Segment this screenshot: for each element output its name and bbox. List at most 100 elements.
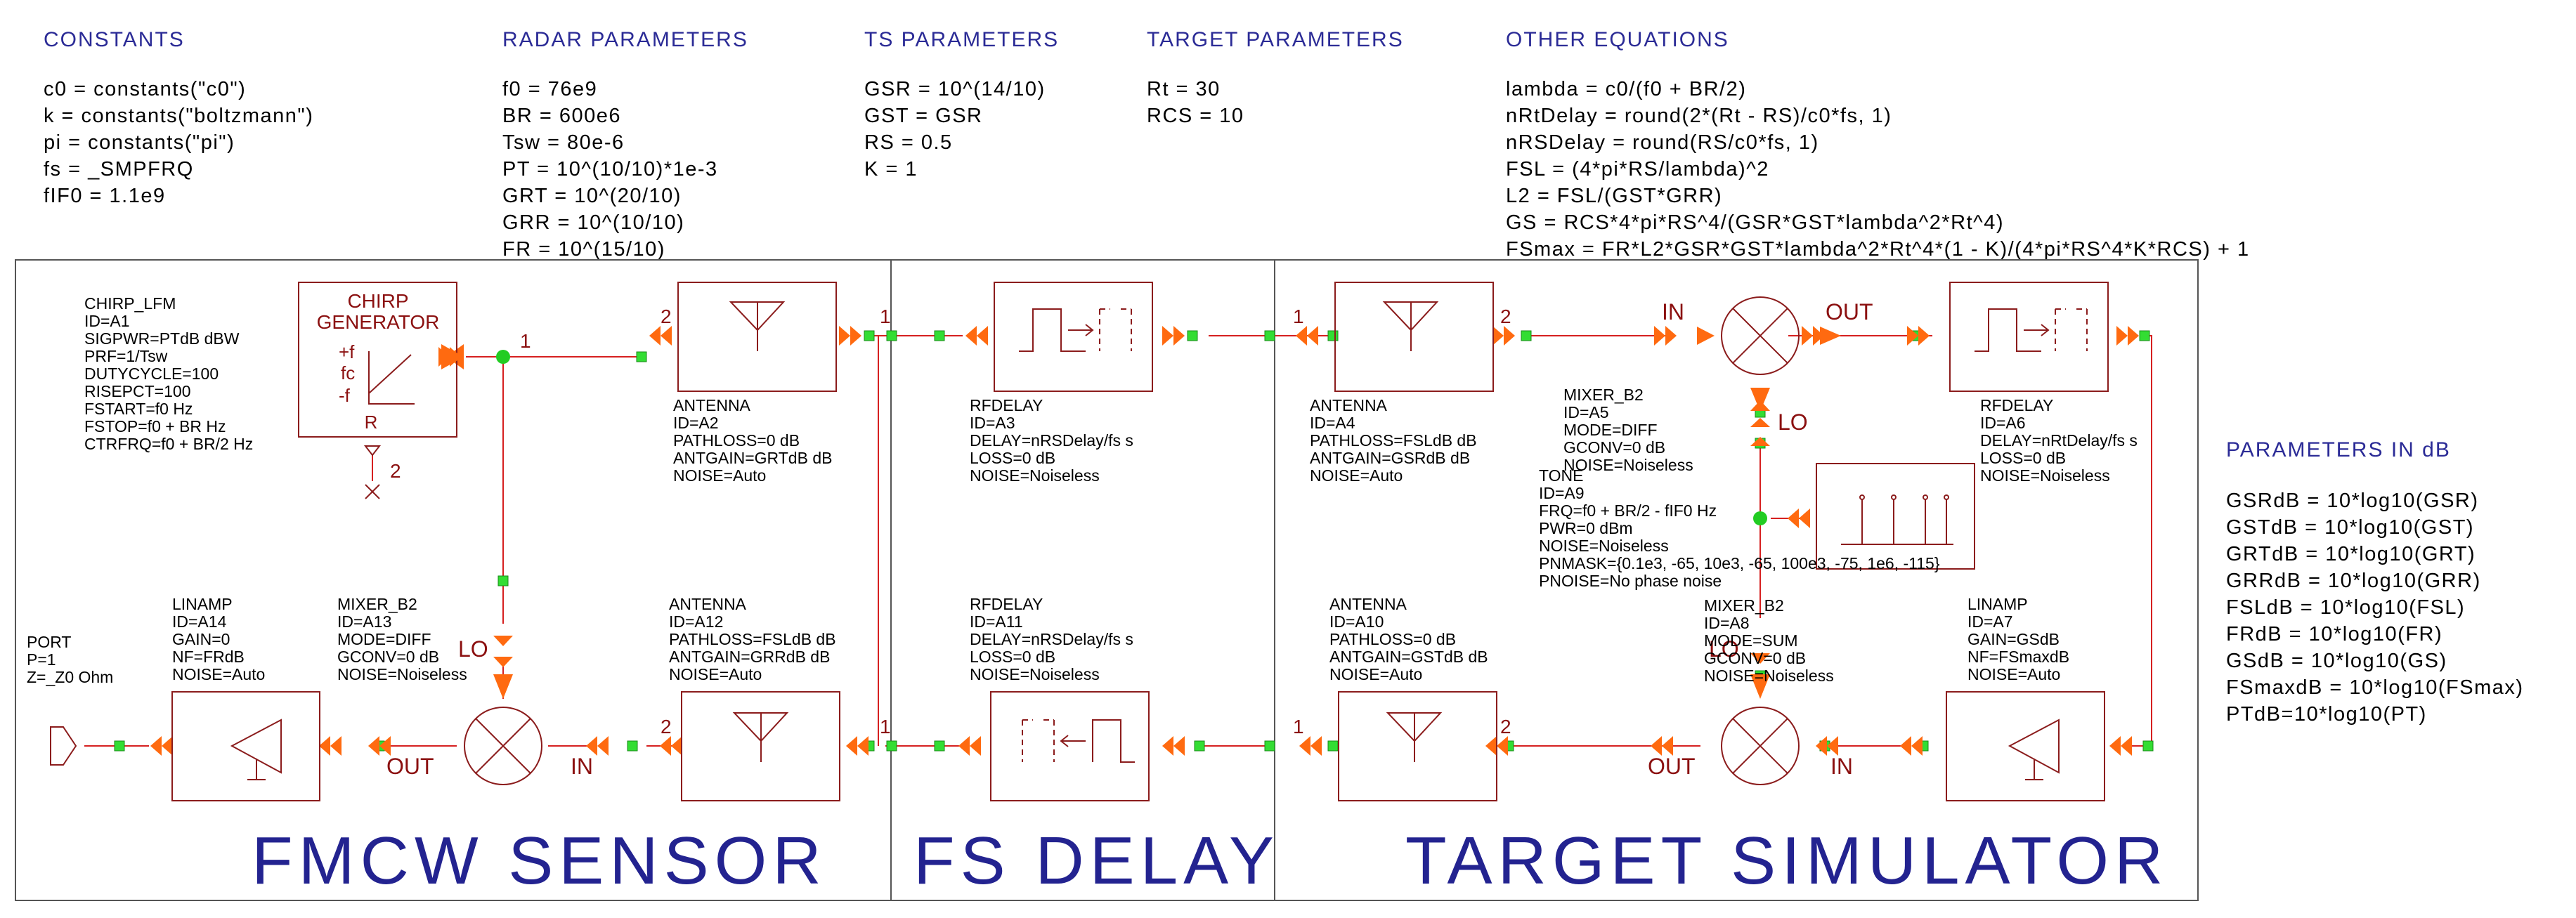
- chirp-plusf: +f: [339, 341, 355, 362]
- param-block-a12-line: NOISE=Auto: [669, 665, 762, 683]
- a10-pin2: 2: [1500, 716, 1511, 737]
- param-block-a2-line: PATHLOSS=0 dB: [673, 431, 800, 450]
- param-block-a11-line: LOSS=0 dB: [970, 648, 1055, 666]
- zone-label-target-simulator: TARGET SIMULATOR: [1405, 823, 2168, 898]
- a8-in-label: IN: [1830, 754, 1853, 779]
- param-block-a9-line: PWR=0 dBm: [1539, 519, 1633, 537]
- wires: [84, 335, 2152, 747]
- eq-grt: GRT = 10^(20/10): [502, 185, 682, 207]
- a12-pin1: 1: [880, 716, 891, 737]
- param-block-a11-line: ID=A11: [970, 612, 1023, 631]
- param-block-a4-line: ANTENNA: [1310, 396, 1388, 414]
- param-block-a4-line: ANTGAIN=GSRdB dB: [1310, 449, 1470, 467]
- ts-section: TS PARAMETERS GSR = 10^(14/10) GST = GSR…: [864, 28, 1058, 181]
- param-block-a11-line: NOISE=Noiseless: [970, 665, 1100, 683]
- param-block-a3-line: RFDELAY: [970, 396, 1043, 414]
- a5-out-label: OUT: [1826, 299, 1873, 324]
- a8-out-label: OUT: [1648, 754, 1696, 779]
- param-block-a3-line: DELAY=nRSDelay/fs s: [970, 431, 1133, 450]
- rfdelay-a3-symbol: [994, 282, 1153, 392]
- param-block-a2-line: ANTENNA: [673, 396, 751, 414]
- param-block-a4-line: NOISE=Auto: [1310, 466, 1403, 485]
- param-block-a9-line: ID=A9: [1539, 484, 1585, 502]
- eq-frdb: FRdB = 10*log10(FR): [2226, 623, 2442, 645]
- param-block-a1-line: FSTART=f0 Hz: [84, 400, 193, 418]
- mixer-a13-symbol: OUT IN LO: [386, 636, 593, 785]
- param-block-a9-line: FRQ=f0 + BR/2 - fIF0 Hz: [1539, 501, 1717, 520]
- eq-gs: GS = RCS*4*pi*RS^4/(GSR*GST*lambda^2*Rt^…: [1506, 211, 2004, 234]
- eq-gstdb: GSTdB = 10*log10(GST): [2226, 516, 2474, 539]
- a2-pin1: 1: [880, 306, 891, 327]
- antenna-a12-symbol: 2 1: [661, 691, 891, 801]
- other-title: OTHER EQUATIONS: [1506, 28, 1729, 51]
- eq-rcs: RCS = 10: [1147, 105, 1244, 127]
- param-block-a6-line: LOSS=0 dB: [1980, 449, 2066, 467]
- antenna-a2-symbol: 2 1: [661, 282, 891, 392]
- param-block-a1-line: CHIRP_LFM: [84, 294, 176, 313]
- param-block-a6-line: ID=A6: [1980, 414, 2026, 432]
- port-markers: [150, 326, 2139, 756]
- param-block-a2-line: ID=A2: [673, 414, 719, 432]
- param-block-a1-line: RISEPCT=100: [84, 382, 191, 400]
- linamp-a14-symbol: [171, 691, 320, 801]
- antenna-a10-symbol: 1 2: [1293, 691, 1511, 801]
- chirp-r: R: [365, 412, 378, 433]
- param-block-a10-line: ANTGAIN=GSTdB dB: [1329, 648, 1488, 666]
- param-block-a6-line: DELAY=nRtDelay/fs s: [1980, 431, 2138, 450]
- eq-f0: f0 = 76e9: [502, 78, 597, 100]
- rfdelay-a6-symbol: [1949, 282, 2109, 392]
- a13-lo-label: LO: [458, 636, 488, 662]
- constants-section: CONSTANTS c0 = constants("c0") k = const…: [44, 28, 313, 207]
- param-block-a4-line: PATHLOSS=FSLdB dB: [1310, 431, 1477, 450]
- target-simulator-frame: [1274, 259, 2199, 901]
- target-title: TARGET PARAMETERS: [1147, 28, 1404, 51]
- param-block-a12-line: ID=A12: [669, 612, 723, 631]
- eq-k: k = constants("boltzmann"): [44, 105, 313, 127]
- chirp-pin2: 2: [390, 460, 401, 482]
- chirp-title1: CHIRP: [347, 290, 408, 312]
- param-block-a8-line: ID=A8: [1704, 614, 1750, 632]
- db-section: PARAMETERS IN dB GSRdB = 10*log10(GSR) G…: [2226, 438, 2524, 726]
- param-block-a7-line: NF=FSmaxdB: [1967, 648, 2069, 666]
- eq-fs: fs = _SMPFRQ: [44, 158, 194, 181]
- a5-lo-label: LO: [1778, 409, 1808, 435]
- constants-title: CONSTANTS: [44, 28, 185, 51]
- chirp-title2: GENERATOR: [317, 311, 440, 333]
- param-block-a5-line: GCONV=0 dB: [1563, 438, 1665, 457]
- param-block-a11-line: DELAY=nRSDelay/fs s: [970, 630, 1133, 648]
- eq-lambda: lambda = c0/(f0 + BR/2): [1506, 78, 1746, 100]
- param-block-a3-line: ID=A3: [970, 414, 1015, 432]
- param-block-port-line: P=1: [27, 650, 56, 669]
- eq-tsw: Tsw = 80e-6: [502, 131, 625, 154]
- a13-out-label: OUT: [386, 754, 434, 779]
- param-block-a1-line: ID=A1: [84, 312, 130, 330]
- a10-pin1: 1: [1293, 716, 1304, 737]
- param-block-a14-line: NF=FRdB: [172, 648, 245, 666]
- chirp-generator-symbol: CHIRP GENERATOR +f fc -f R 2 1: [298, 282, 531, 499]
- a8-lo-label: LO: [1709, 636, 1739, 662]
- eq-fsmaxdb: FSmaxdB = 10*log10(FSmax): [2226, 676, 2524, 699]
- param-block-a3-line: NOISE=Noiseless: [970, 466, 1100, 485]
- param-block-a8-line: GCONV=0 dB: [1704, 649, 1806, 667]
- param-block-a10-line: NOISE=Auto: [1329, 665, 1422, 683]
- param-block-a10-line: PATHLOSS=0 dB: [1329, 630, 1456, 648]
- param-block-a7-line: NOISE=Auto: [1967, 665, 2060, 683]
- param-block-a7-line: GAIN=GSdB: [1967, 630, 2060, 648]
- antenna-a4-symbol: 1 2: [1293, 282, 1511, 392]
- param-block-port-line: PORT: [27, 633, 71, 651]
- target-section: TARGET PARAMETERS Rt = 30 RCS = 10: [1147, 28, 1404, 127]
- eq-gsdb: GSdB = 10*log10(GS): [2226, 650, 2447, 672]
- param-block-a9-line: PNOISE=No phase noise: [1539, 572, 1722, 590]
- port-p1-symbol: [50, 726, 77, 766]
- eq-k-ts: K = 1: [864, 158, 918, 181]
- mixer-a8-symbol: OUT IN LO: [1648, 636, 1853, 785]
